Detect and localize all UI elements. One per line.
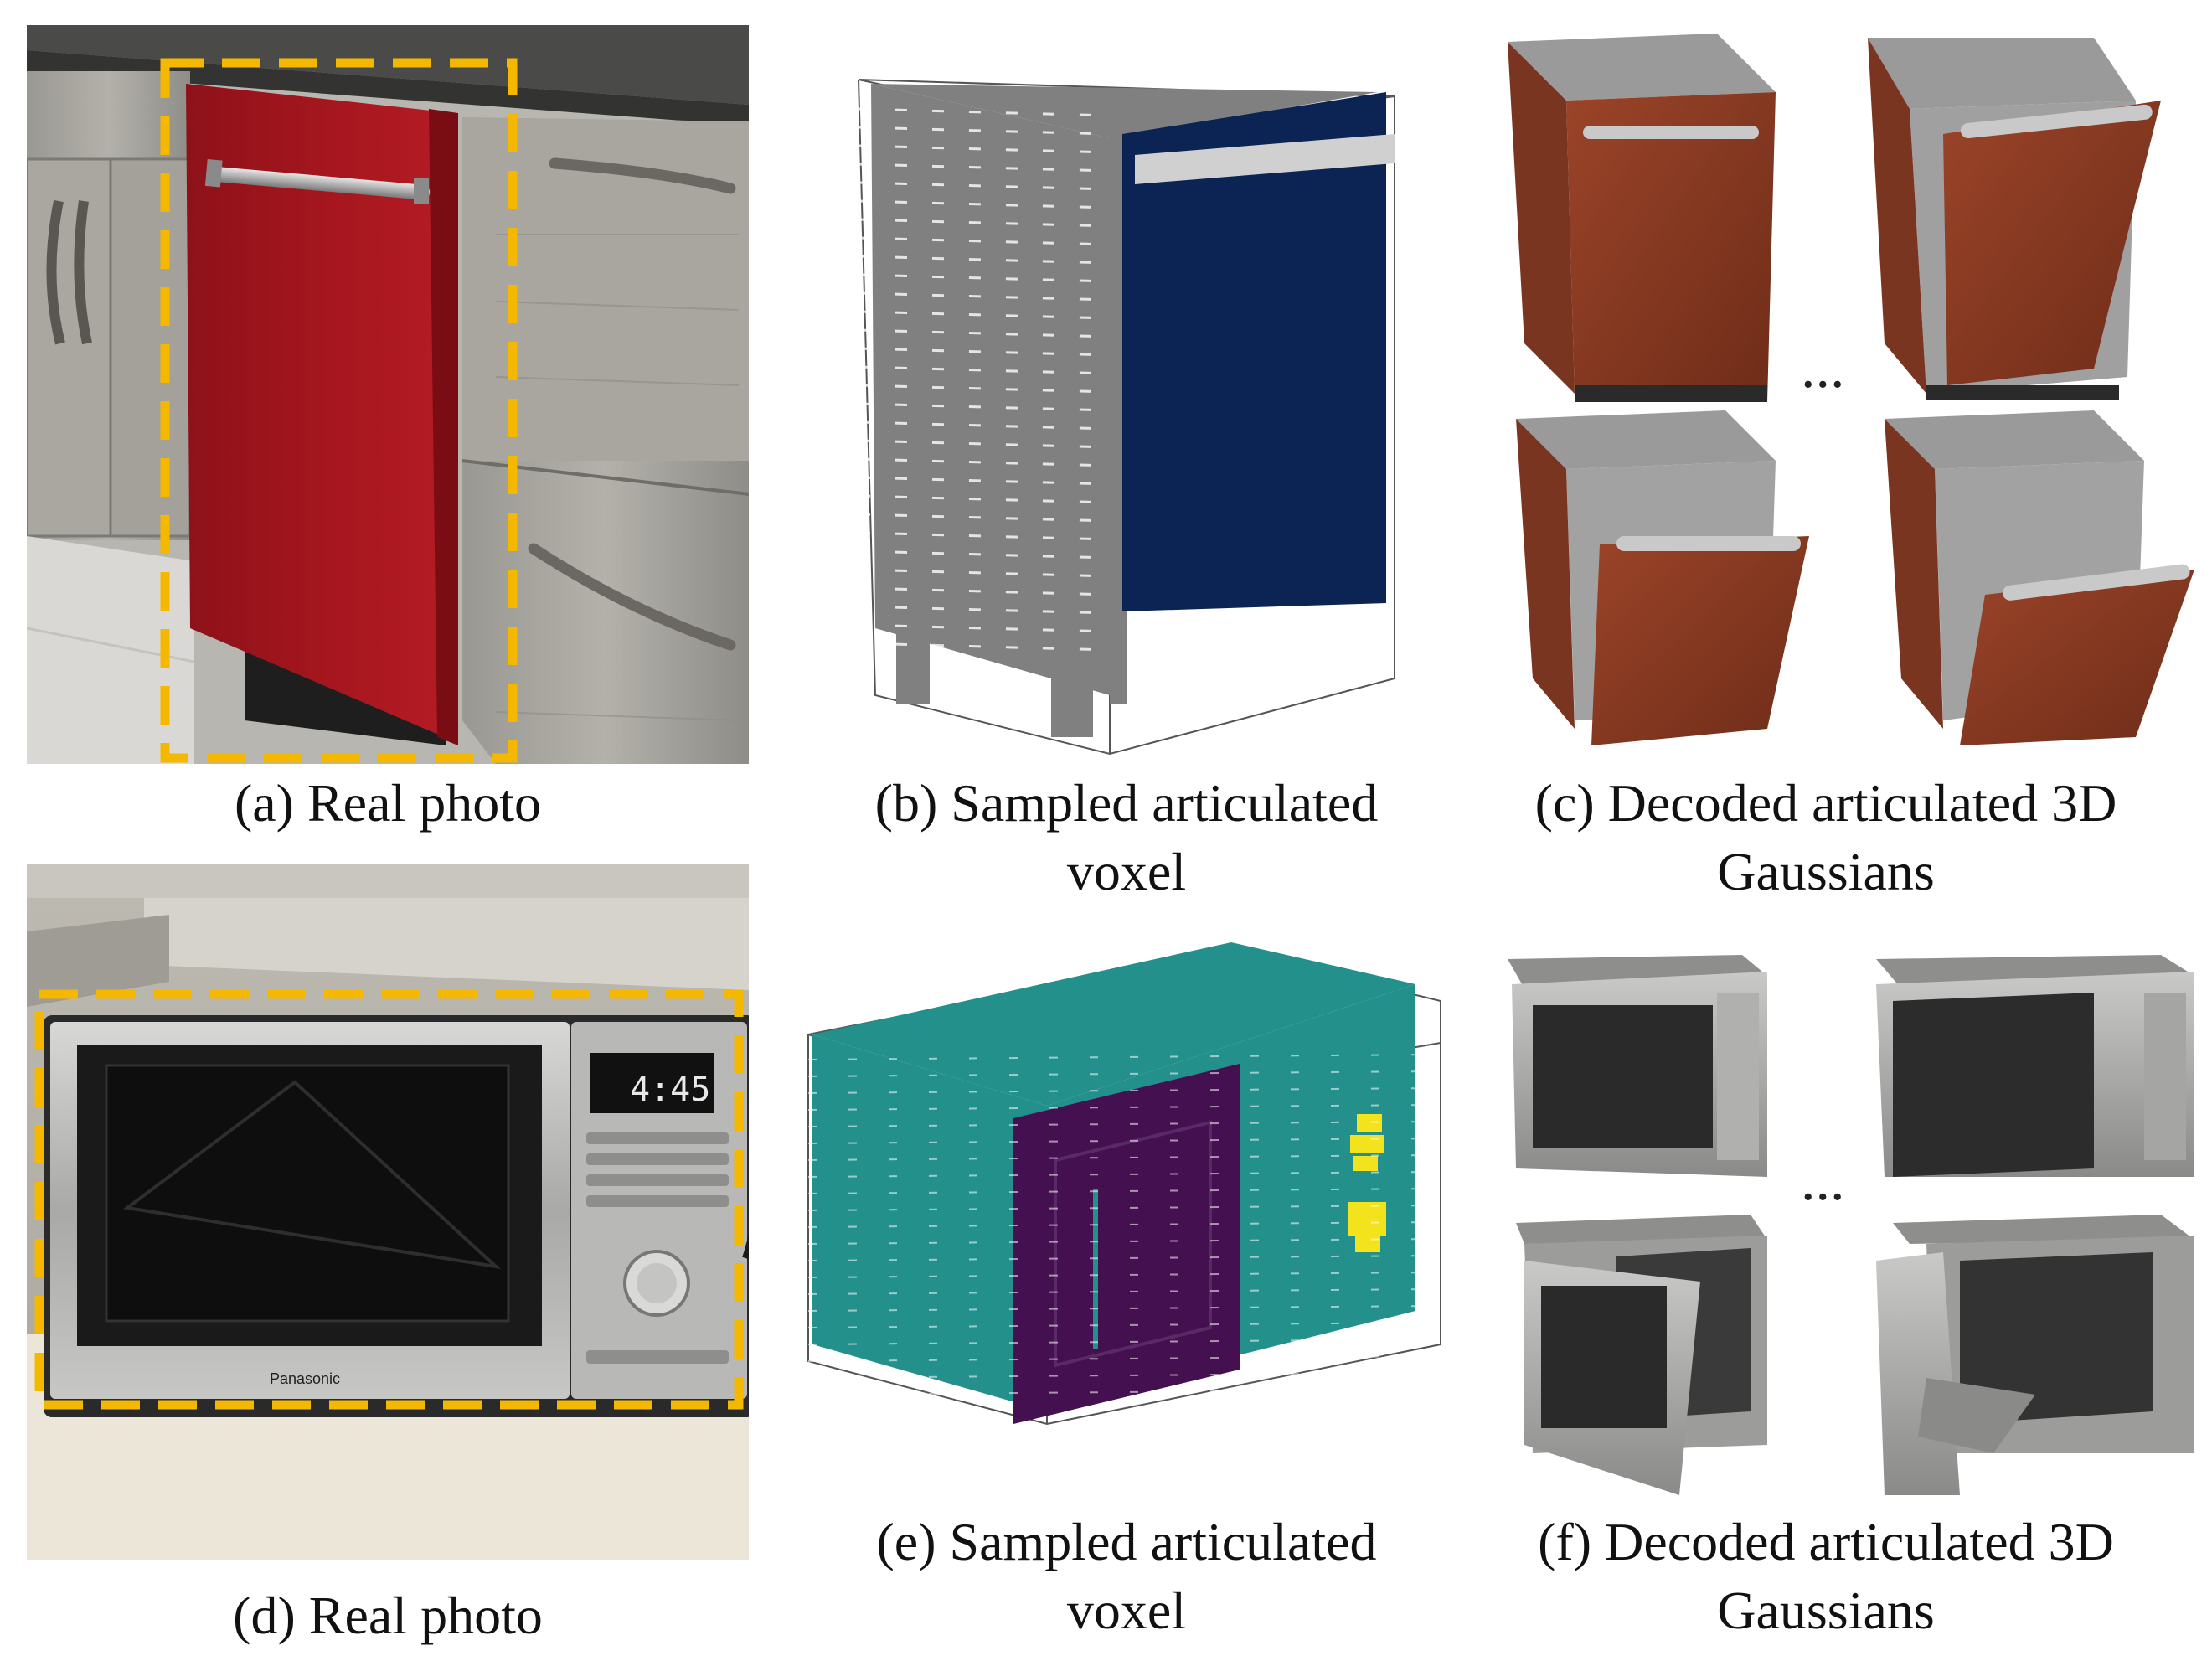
caption-f-line2: Gaussians (1717, 1581, 1935, 1640)
clock-display (590, 1053, 714, 1113)
caption-f: (f) Decoded articulated 3D Gaussians (1449, 1508, 2203, 1645)
highlight-box (34, 989, 744, 1410)
voxel-top-face (871, 84, 1378, 138)
gaussian-render-closed (1508, 34, 1776, 402)
gaussian-render-open-3 (1885, 410, 2194, 745)
ellipsis-c: ... (1801, 336, 1845, 400)
gaussian-render-open-1 (1868, 38, 2161, 400)
gaussian-render-open-3 (1876, 1215, 2194, 1495)
caption-a: (a) Real photo (234, 773, 542, 833)
voxel-handle (1135, 134, 1395, 184)
brand-label: Panasonic (270, 1370, 340, 1387)
panel-d-photo: Panasonic 4:45 (27, 864, 749, 1560)
panel-b-voxel (825, 59, 1428, 762)
panel-f-gaussians: ... (1491, 942, 2203, 1504)
caption-d: (d) Real photo (233, 1586, 543, 1645)
gaussian-render-open-2 (1516, 410, 1809, 745)
microwave-voxel-grid (807, 942, 1441, 1426)
caption-b: (b) Sampled articulated voxel (758, 769, 1495, 906)
caption-c-line2: Gaussians (1717, 842, 1935, 901)
dishwasher-voxel-grid (858, 79, 1395, 756)
voxel-body (812, 1034, 1047, 1411)
voxel-top-face (812, 942, 1415, 1106)
gaussian-render-closed (1508, 955, 1767, 1177)
caption-c-line1: (c) Decoded articulated 3D (1534, 773, 2117, 833)
caption-e-line1: (e) Sampled articulated (876, 1512, 1377, 1571)
gaussian-render-open-1 (1876, 955, 2194, 1177)
caption-c: (c) Decoded articulated 3D Gaussians (1449, 769, 2203, 906)
highlight-box (160, 58, 518, 763)
panel-e-voxel (796, 934, 1449, 1437)
gaussian-render-open-2 (1516, 1215, 1767, 1495)
caption-f-line1: (f) Decoded articulated 3D (1538, 1512, 2114, 1571)
voxel-body (871, 84, 1110, 695)
control-panel (571, 1022, 747, 1399)
ellipsis-f: ... (1801, 1148, 1845, 1213)
caption-b-line2: voxel (1066, 842, 1187, 901)
voxel-door (1013, 1064, 1240, 1424)
panel-c-gaussians: ... (1491, 25, 2203, 762)
caption-e: (e) Sampled articulated voxel (758, 1508, 1495, 1645)
caption-b-line1: (b) Sampled articulated (874, 773, 1379, 833)
voxel-door (1122, 92, 1386, 611)
clock-text: 4:45 (630, 1070, 710, 1109)
caption-e-line2: voxel (1066, 1581, 1187, 1640)
panel-a-photo (27, 25, 749, 764)
